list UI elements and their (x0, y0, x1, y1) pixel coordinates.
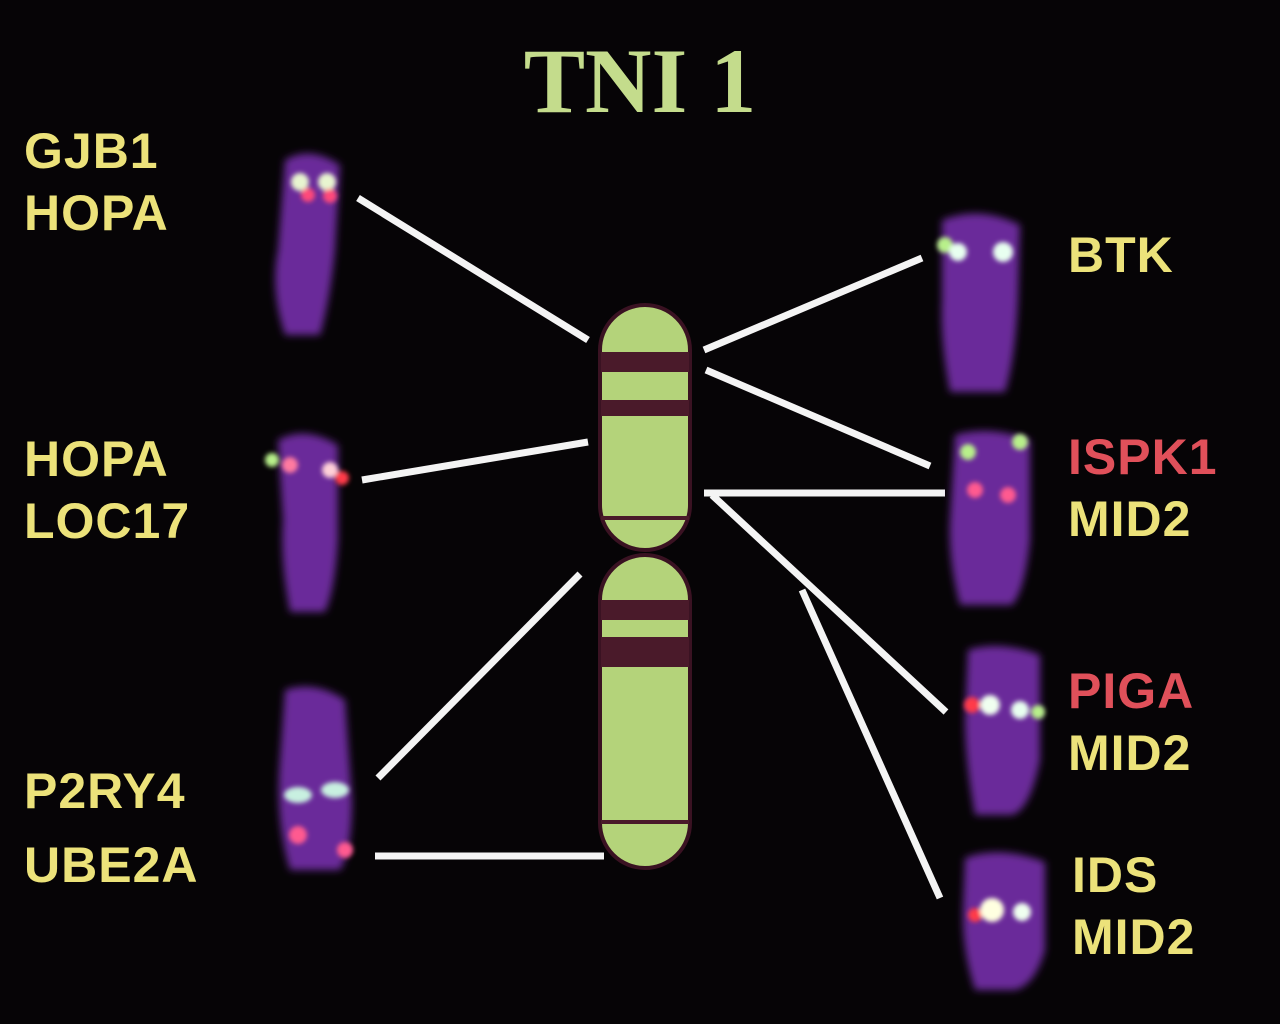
gene-label: MID2 (1068, 491, 1192, 547)
gene-label: HOPA (24, 431, 169, 487)
connector-line (361, 438, 589, 484)
label-gjb1-hopa: GJB1 HOPA (24, 120, 169, 244)
gene-label: LOC17 (24, 493, 191, 549)
label-hopa-loc17: HOPA LOC17 (24, 428, 190, 552)
label-piga-mid2: PIGA MID2 (1068, 660, 1194, 784)
fish-signals (265, 173, 1045, 922)
label-ids-mid2: IDS MID2 (1072, 844, 1195, 968)
chromosome-ideogram (598, 303, 692, 870)
connector-line (356, 195, 590, 343)
connector-line (702, 254, 924, 354)
chromosome-image (949, 431, 1030, 605)
gene-label: GJB1 (24, 123, 159, 179)
connector-line (798, 588, 944, 900)
gene-label: MID2 (1068, 725, 1192, 781)
connector-line (709, 492, 949, 715)
connector-lines (356, 195, 949, 900)
connector-line (375, 571, 583, 781)
gene-label: P2RY4 (24, 763, 186, 819)
label-ispk1-mid2: ISPK1 MID2 (1068, 426, 1218, 550)
chromosome-image (962, 852, 1045, 990)
gene-label: BTK (1068, 227, 1174, 283)
figure-title: TNI 1 (523, 30, 757, 132)
gene-label: HOPA (24, 185, 169, 241)
gene-label: UBE2A (24, 837, 199, 893)
label-p2ry4-ube2a: P2RY4 UBE2A (24, 754, 198, 902)
chromosome-image (941, 213, 1020, 392)
gene-label-highlight: PIGA (1068, 663, 1195, 719)
label-btk: BTK (1068, 224, 1174, 286)
chromosome-image (278, 433, 338, 612)
gene-label-highlight: ISPK1 (1068, 429, 1218, 485)
chromosome-bands (601, 352, 689, 824)
gene-label: MID2 (1072, 909, 1196, 965)
chromosome-image (278, 686, 352, 870)
connector-line (704, 366, 932, 470)
gene-label: IDS (1072, 847, 1159, 903)
chromosome-image (965, 646, 1040, 815)
